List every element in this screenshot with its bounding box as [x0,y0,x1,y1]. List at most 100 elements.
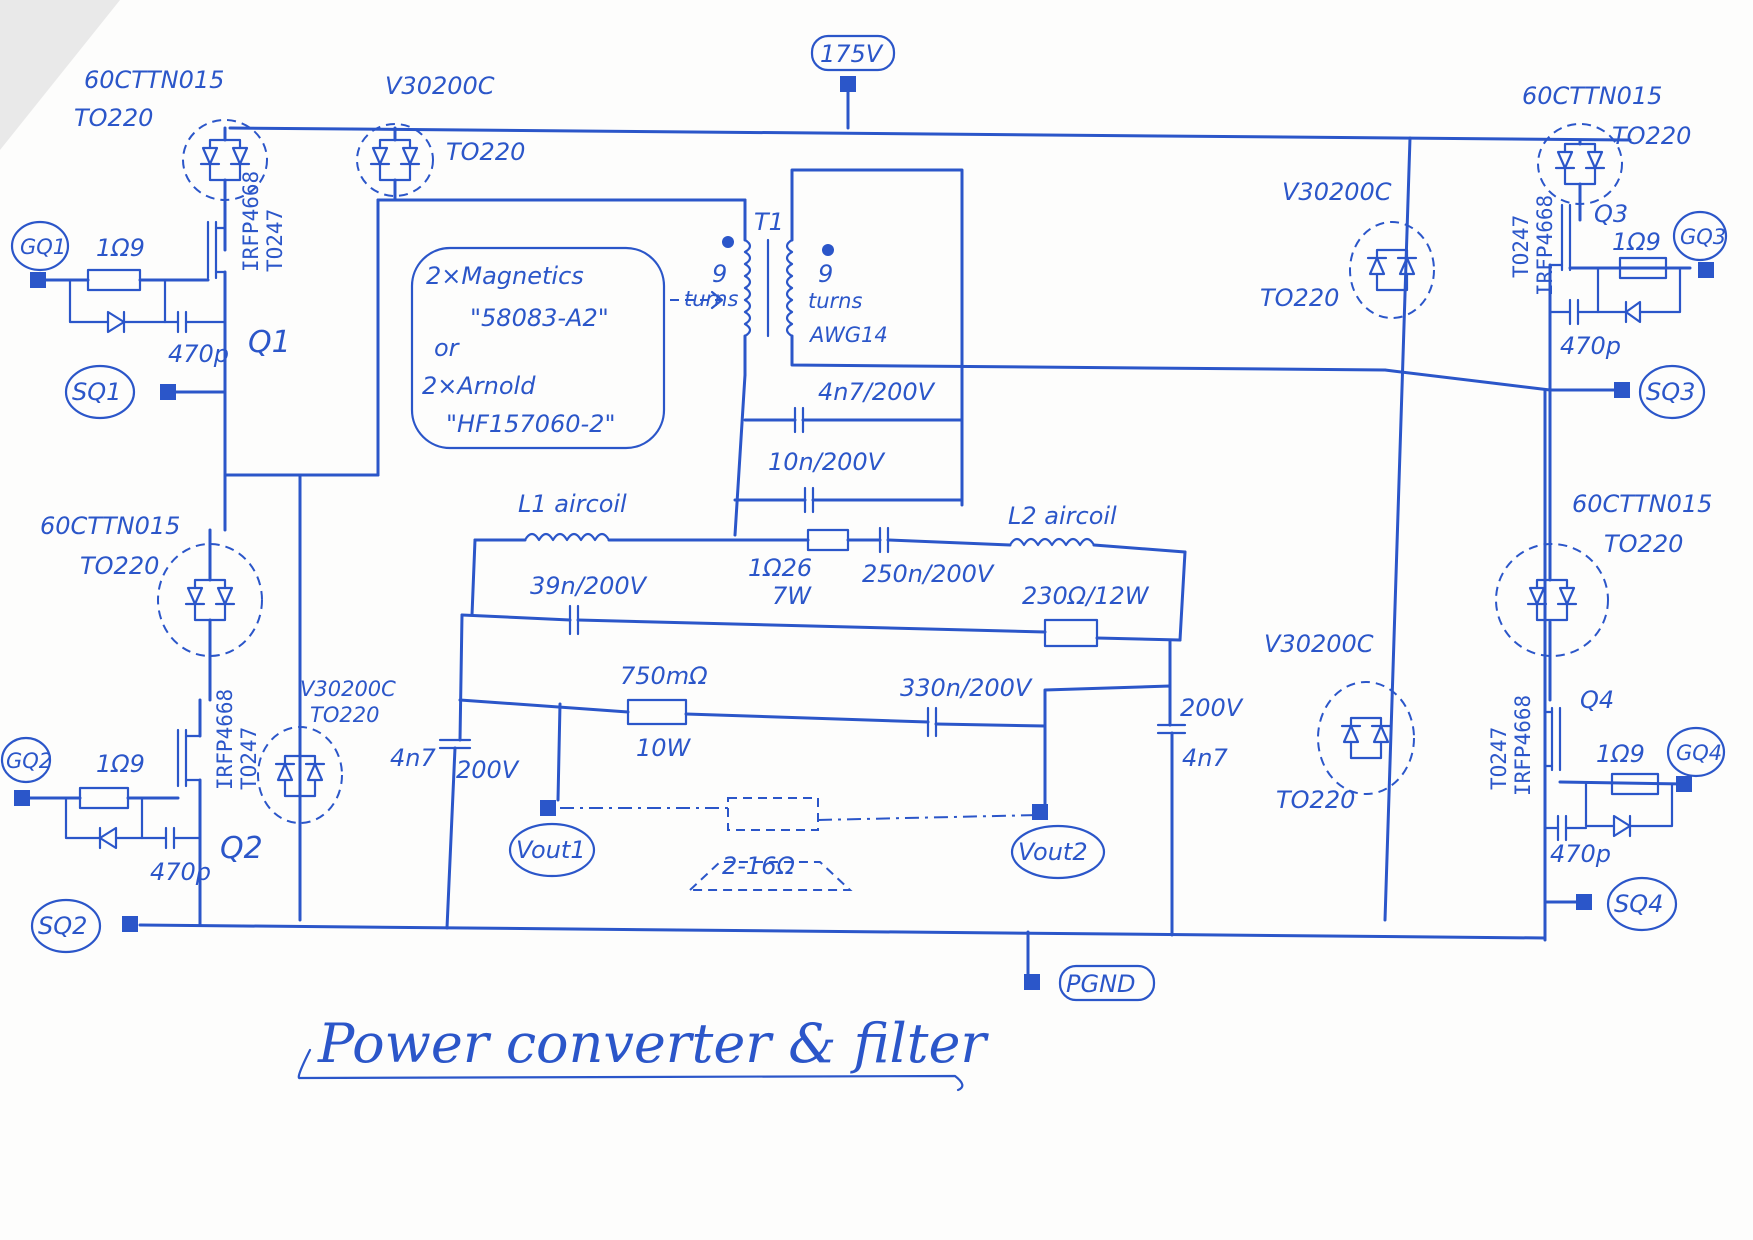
c-4n7-200v-label: 4n7/200V [818,378,936,406]
page-title-group: Power converter & filter [297,1012,989,1092]
core-note-line5: "HF157060-2" [446,410,615,438]
q3-gate-r-label: 1Ω9 [1612,228,1661,256]
transformer-t1 [722,168,1387,422]
node-gq1[interactable]: GQ1 [10,220,70,288]
page-title: Power converter & filter [317,1012,989,1075]
d-top-part-label: V30200C [385,72,495,100]
gate-network-q2 [18,786,202,850]
d-lmid-part-label: 60CTTN015 [40,512,180,540]
t1-label: T1 [754,208,784,236]
d-lbot-part-label: V30200C [300,677,396,701]
zobel-branch [458,604,1182,742]
d-rmid-part-label: V30200C [1282,178,1392,206]
mosfet-q4 [1543,706,1688,786]
node-175v[interactable]: 175V [810,34,896,92]
r-1r26-power-label: 7W [772,582,812,610]
output-caps [438,723,1187,937]
turns-secondary-word: turns [808,289,862,313]
diode-60cttn015-right-mid [1495,388,1609,702]
node-gq2[interactable]: GQ2 [0,736,52,806]
q3-gate-c-label: 470p [1560,332,1621,360]
node-pgnd[interactable]: PGND [1024,964,1156,1002]
node-vout1[interactable]: Vout1 [508,800,596,878]
gq1-label: GQ1 [20,235,66,259]
v175-label: 175V [820,40,884,68]
sq3-label: SQ3 [1646,378,1695,406]
damping-branch [458,638,1172,812]
r-750m-label: 750mΩ [620,662,708,690]
pgnd-label: PGND [1066,970,1136,998]
c-4n7-right-v-label: 200V [1180,694,1244,722]
l1-label: L1 aircoil [518,490,627,518]
gate-network-q1 [38,268,227,334]
core-note-line4: 2×Arnold [422,372,536,400]
q1-label: Q1 [248,325,291,360]
node-sq2[interactable]: SQ2 [30,898,138,954]
diode-v30200c-right-bottom [1317,681,1415,795]
d-lbot-pkg-label: TO220 [310,703,379,727]
q1-pkg-label: TO247 [263,209,287,272]
gq4-label: GQ4 [1676,741,1722,765]
q3-mosfet-label: IRFP4668 [1533,195,1557,296]
load-label: 2-16Ω [722,852,795,880]
r-230-label: 230Ω/12W [1022,582,1150,610]
q4-gate-c-label: 470p [1550,840,1611,868]
d-rbot-part-label: V30200C [1264,630,1374,658]
gq3-label: GQ3 [1680,225,1726,249]
q2-pkg-label: TO247 [237,727,261,790]
q3-pkg-label: TO247 [1509,215,1533,278]
q2-gate-c-label: 470p [150,858,211,886]
d-rbot-pkg-label: TO220 [1276,786,1355,814]
q1-mosfet-label: IRFP4668 [239,171,263,272]
snubber-caps [733,373,964,537]
gate-network-q4 [1543,772,1674,842]
core-note-line3: or [434,334,461,362]
q2-gate-r-label: 1Ω9 [96,750,145,778]
paper-fold [0,0,120,150]
left-midpoint [223,198,747,922]
d-top-pkg-label: TO220 [446,138,525,166]
diode-v30200c-left-bottom [257,726,343,824]
node-vout2[interactable]: Vout2 [1010,804,1106,880]
core-note-line1: 2×Magnetics [426,262,584,290]
c-4n7-left-v-label: 200V [456,756,520,784]
load-resistor: 2-16Ω [560,797,1041,891]
c-4n7-right-label: 4n7 [1182,744,1228,772]
q2-label: Q2 [220,831,263,866]
gq2-label: GQ2 [6,749,52,773]
core-note-line2: "58083-A2" [470,304,609,332]
sq4-label: SQ4 [1614,890,1663,918]
c-4n7-left-label: 4n7 [390,744,436,772]
series-branch [470,526,1187,642]
d-rmid2-part-label: 60CTTN015 [1572,490,1712,518]
d-tr-pkg-label: TO220 [1612,122,1691,150]
wire-gauge-label: AWG14 [808,323,888,347]
rail-pgnd [138,923,1547,980]
node-sq1[interactable]: SQ1 [64,364,227,420]
r-1r26-label: 1Ω26 [748,554,812,582]
diode-v30200c-right-mid [1349,221,1435,319]
c-39n-label: 39n/200V [530,572,648,600]
gate-network-q3 [1548,256,1682,326]
diode-60cttn015-left-mid [157,528,263,702]
turns-primary-num: 9 [712,260,727,288]
d-tl-pkg-label: TO220 [74,104,153,132]
node-sq4[interactable]: SQ4 [1543,876,1678,932]
q4-gate-r-label: 1Ω9 [1596,740,1645,768]
c-330n-label: 330n/200V [900,674,1033,702]
diode-60cttn015-top-right [1537,123,1623,222]
d-lmid-pkg-label: TO220 [80,552,159,580]
q1-gate-r-label: 1Ω9 [96,234,145,262]
node-sq3[interactable]: SQ3 [1548,364,1706,420]
node-gq3[interactable]: GQ3 [1672,210,1728,278]
mosfet-q2 [176,698,202,927]
c-10n-200v-label: 10n/200V [768,448,886,476]
node-gq4[interactable]: GQ4 [1666,726,1726,792]
core-note: 2×Magnetics "58083-A2" or 2×Arnold "HF15… [410,246,724,450]
r-750m-power-label: 10W [636,734,692,762]
turns-secondary-num: 9 [818,260,833,288]
sq2-label: SQ2 [38,912,87,940]
c-250n-label: 250n/200V [862,560,995,588]
